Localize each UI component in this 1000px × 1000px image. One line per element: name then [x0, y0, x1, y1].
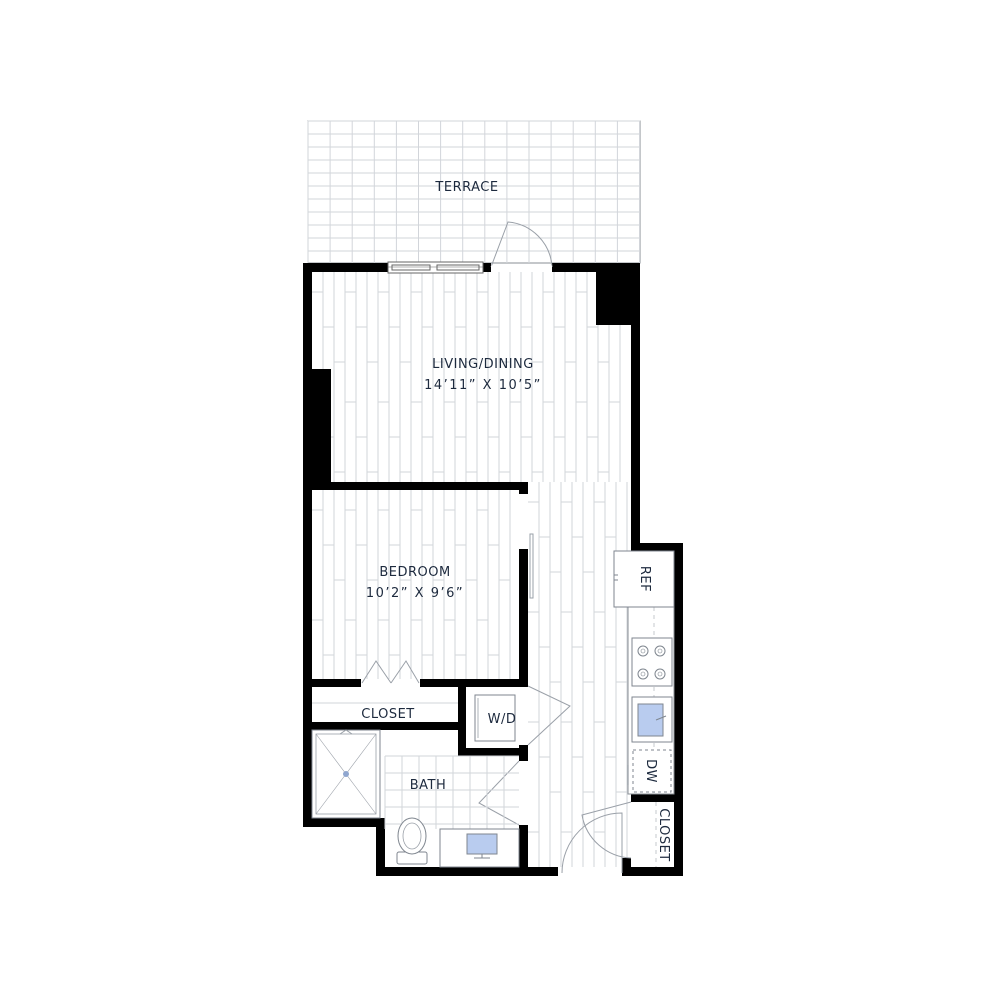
sink-icon	[439, 828, 520, 868]
terrace: TERRACE	[307, 120, 641, 264]
closet2-label: CLOSET	[656, 808, 671, 862]
living-dining-dims: 14’11” X 10’5”	[424, 378, 542, 393]
kitchen-sink-icon	[631, 696, 673, 743]
wd-label: W/D	[488, 712, 517, 727]
ref-label: REF	[637, 566, 652, 592]
walls	[303, 263, 683, 876]
bedroom-dims: 10’2” X 9’6”	[366, 586, 464, 601]
cooktop-icon	[631, 637, 673, 687]
bath: BATH	[311, 729, 520, 868]
shower-drain	[343, 771, 349, 777]
bedroom-label: BEDROOM	[379, 565, 450, 580]
refrigerator: REF	[613, 550, 675, 608]
floor-planks	[312, 272, 628, 867]
doors	[361, 221, 632, 874]
dishwasher: DW	[632, 749, 672, 793]
terrace-label: TERRACE	[434, 180, 498, 195]
dw-label: DW	[643, 759, 658, 783]
toilet-icon	[396, 817, 428, 865]
washer-dryer: W/D	[474, 694, 517, 742]
windows	[387, 261, 484, 274]
closet-small: CLOSET	[640, 802, 674, 867]
closet-label: CLOSET	[361, 707, 415, 722]
kitchen: REF DW	[613, 550, 675, 795]
bath-label: BATH	[410, 778, 447, 793]
living-dining-label: LIVING/DINING	[432, 357, 534, 372]
